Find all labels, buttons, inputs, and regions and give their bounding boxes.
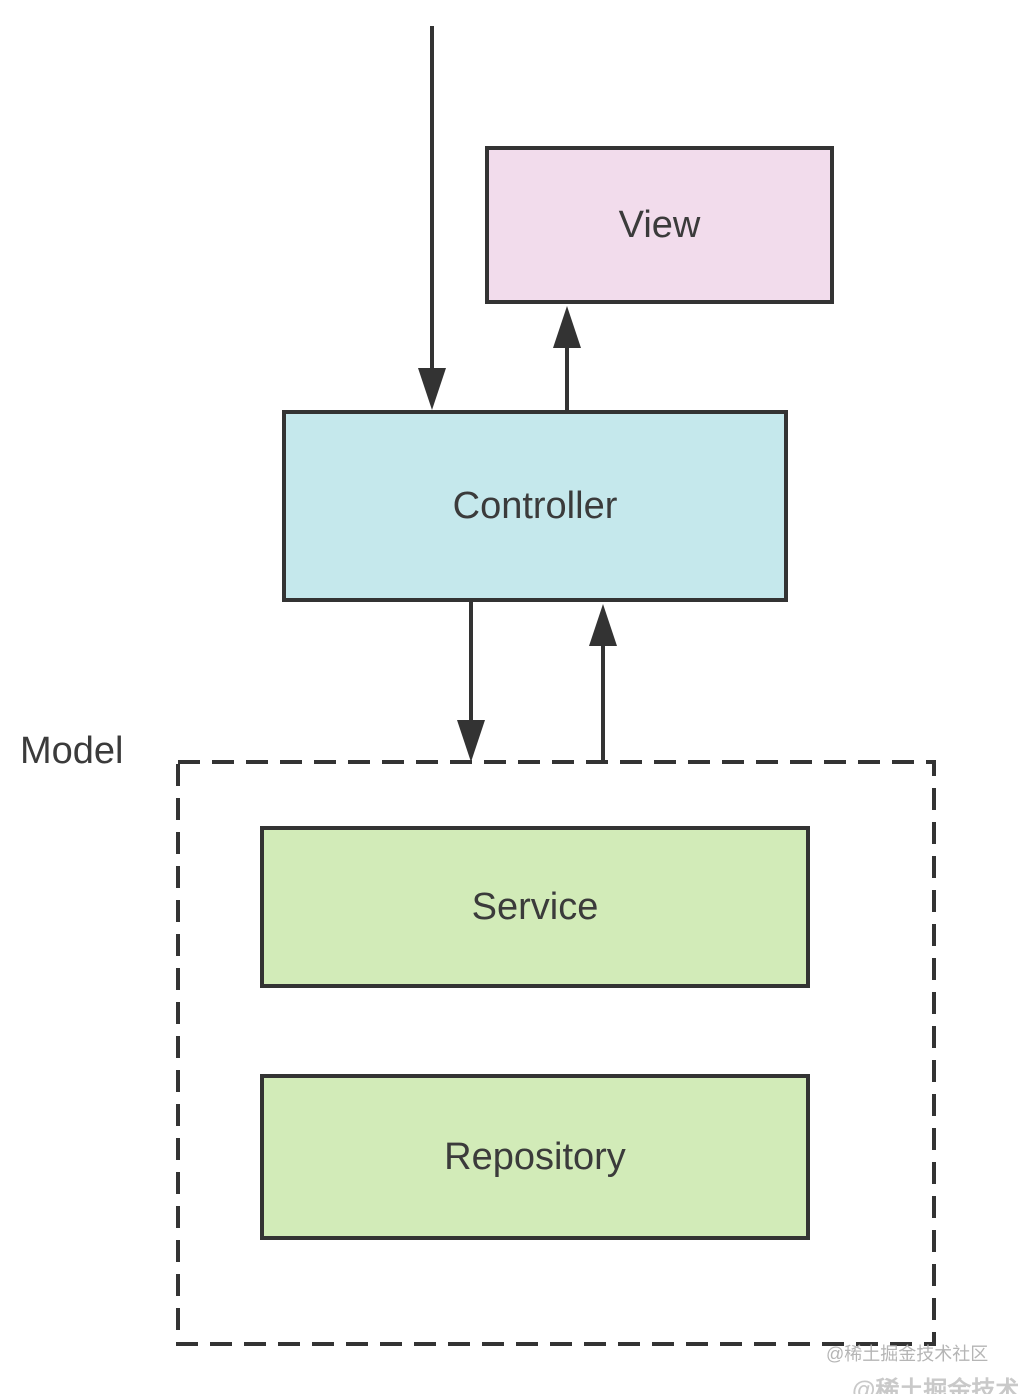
arrow-input-to-controller [418, 26, 446, 410]
watermark-primary: @稀土掘金技术社区 [826, 1344, 989, 1364]
model-group-label: Model [20, 730, 124, 772]
model-group-frame [176, 760, 936, 1346]
controller-box: Controller [282, 410, 788, 602]
view-box: View [485, 146, 834, 304]
repository-label: Repository [444, 1135, 626, 1178]
watermark-secondary: @稀土掘金技术 [852, 1377, 1018, 1394]
arrow-controller-to-view [553, 306, 581, 410]
view-label: View [618, 203, 701, 246]
controller-label: Controller [452, 484, 618, 527]
arrow-model-to-controller [589, 604, 617, 762]
repository-box: Repository [260, 1074, 810, 1240]
service-box: Service [260, 826, 810, 988]
arrow-controller-to-model [457, 602, 485, 762]
service-label: Service [471, 885, 599, 928]
